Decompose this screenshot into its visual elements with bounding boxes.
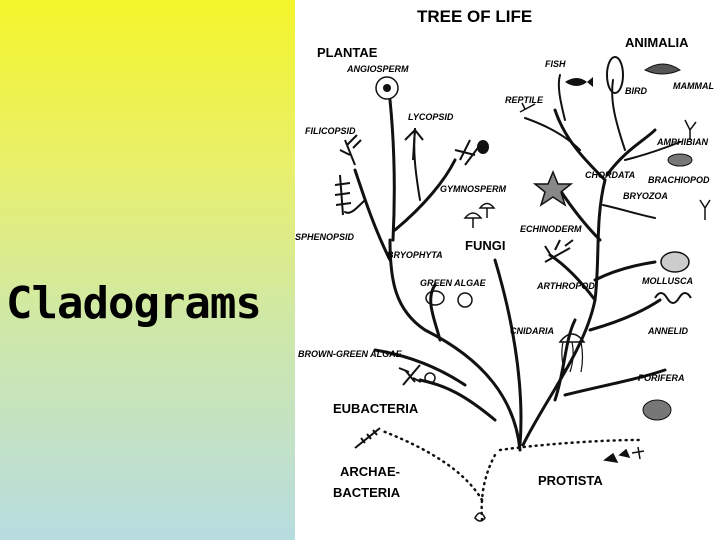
- plant-branch-right: [393, 158, 457, 232]
- label-angiosperm: ANGIOSPERM: [346, 64, 409, 74]
- eubacteria-branch: [418, 378, 497, 422]
- green-algae-branch: [429, 283, 442, 342]
- protista-branch: [498, 438, 642, 452]
- label-mammal: MAMMAL: [673, 81, 714, 91]
- main-trunk: [388, 238, 522, 452]
- label-chordata: CHORDATA: [585, 170, 635, 180]
- plant-branch-left: [353, 168, 392, 262]
- group-label-plantae: PLANTAE: [317, 45, 378, 60]
- annelid-branch: [588, 298, 662, 332]
- reptile-illustration: [519, 102, 536, 113]
- label-lycopsid: LYCOPSID: [408, 112, 454, 122]
- archaea-branch: [378, 428, 484, 502]
- fungi-branch: [493, 258, 523, 447]
- label-annelid: ANNELID: [647, 326, 688, 336]
- arthropod-illustration: [544, 239, 574, 263]
- label-arthropod: ARTHROPOD: [536, 281, 595, 291]
- diagram-title: TREE OF LIFE: [417, 7, 532, 26]
- group-label-animalia: ANIMALIA: [625, 35, 689, 50]
- label-echinoderm: ECHINODERM: [520, 224, 582, 234]
- brachiopod-illustration: [667, 153, 693, 167]
- label-sphenopsid: SPHENOPSID: [295, 232, 355, 242]
- label-bryozoa: BRYOZOA: [623, 191, 668, 201]
- whale-illustration: [643, 63, 682, 75]
- mollusca-illustration: [660, 251, 690, 273]
- bird-branch: [611, 79, 626, 151]
- chordata-branch-2: [605, 128, 657, 177]
- label-bryophyta: BRYOPHYTA: [387, 250, 443, 260]
- bryozoa-illustration: [699, 199, 711, 220]
- sponge-illustration: [642, 399, 672, 421]
- chordata-branch: [553, 108, 607, 182]
- jellyfish-illustration: [558, 333, 586, 373]
- protista-illustration: [603, 446, 645, 463]
- moss-illustration: [454, 139, 489, 166]
- slide-title: Cladograms: [6, 278, 262, 329]
- sunflower-illustration: [375, 76, 399, 100]
- green-algae-illustration: [425, 290, 473, 308]
- label-cnidaria: CNIDARIA: [510, 326, 554, 336]
- amphibian-branch: [624, 141, 681, 161]
- group-label-eubacteria: EUBACTERIA: [333, 401, 419, 416]
- arthropod-branch: [548, 253, 597, 302]
- porifera-branch: [563, 368, 667, 397]
- reptile-branch: [524, 117, 581, 151]
- brown-algae-branch: [373, 348, 467, 387]
- mushroom-illustration: [463, 202, 496, 228]
- label-fish: FISH: [545, 59, 566, 69]
- animal-trunk: [521, 178, 607, 447]
- label-gymnosperm: GYMNOSPERM: [440, 184, 507, 194]
- archaebacteria-illustration: [354, 427, 381, 449]
- group-label-fungi: FUNGI: [465, 238, 505, 253]
- mollusca-branch: [593, 260, 657, 282]
- label-mollusca: MOLLUSCA: [642, 276, 693, 286]
- plant-branch-mid: [388, 98, 396, 242]
- trunk-line: [480, 453, 497, 522]
- label-bird: BIRD: [625, 86, 647, 96]
- label-porifera: PORIFERA: [638, 373, 685, 383]
- bird-illustration: [606, 56, 624, 94]
- starfish-illustration: [532, 170, 574, 207]
- amoeba-illustration: [474, 512, 486, 522]
- group-label-archaebacteria-line1: ARCHAE-: [340, 464, 400, 479]
- tree-of-life-diagram: TREE OF LIFE PLANTAE ANIMALIA FUNGI EUBA…: [295, 0, 720, 540]
- fish-branch: [557, 74, 566, 121]
- fern-illustration: [339, 134, 362, 166]
- label-amphibian: AMPHIBIAN: [656, 137, 708, 147]
- amphibian-illustration: [684, 119, 697, 140]
- sphenopsid-branch: [344, 199, 366, 214]
- label-reptile: REPTILE: [505, 95, 544, 105]
- fish-illustration: [565, 77, 593, 87]
- lycopsid-illustration: [404, 127, 424, 161]
- group-label-archaebacteria-line2: BACTERIA: [333, 485, 401, 500]
- horsetail-illustration: [334, 174, 352, 216]
- cnidaria-branch: [553, 318, 577, 402]
- label-brachiopod: BRACHIOPOD: [648, 175, 710, 185]
- eubacteria-illustration: [398, 364, 436, 386]
- tree-diagram-svg: TREE OF LIFE PLANTAE ANIMALIA FUNGI EUBA…: [295, 7, 714, 522]
- label-brown-green-algae: BROWN-GREEN ALGAE: [298, 349, 403, 359]
- label-filicopsid: FILICOPSID: [305, 126, 356, 136]
- group-label-protista: PROTISTA: [538, 473, 603, 488]
- echinoderm-branch: [558, 188, 602, 242]
- annelid-illustration: [654, 292, 692, 304]
- label-green-algae: GREEN ALGAE: [420, 278, 487, 288]
- bryozoa-branch: [602, 204, 656, 219]
